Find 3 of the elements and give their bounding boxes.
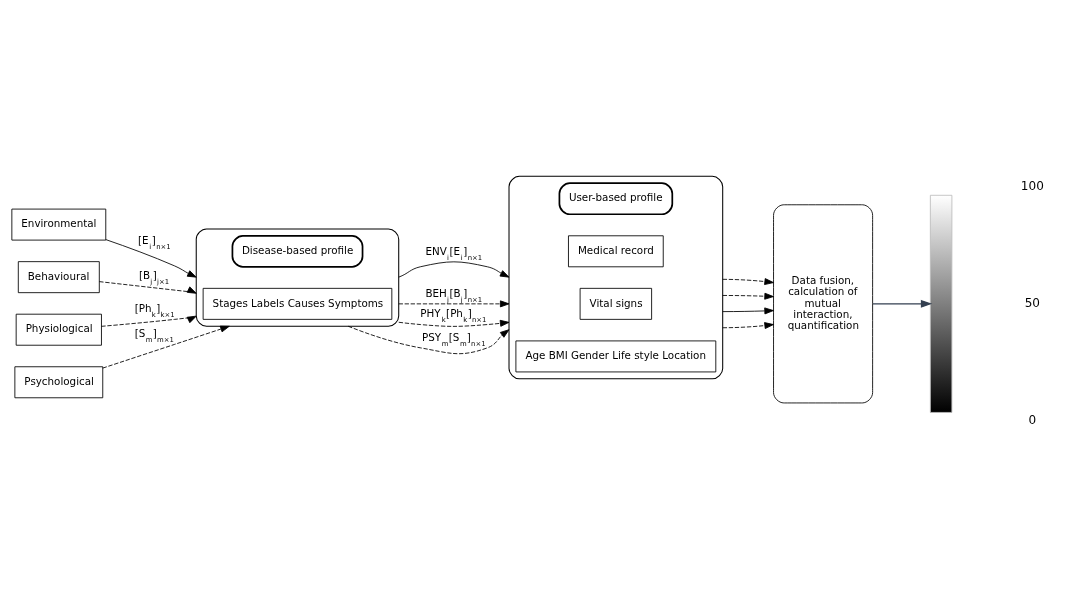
label: 0 (1028, 412, 1037, 427)
label: 50 (1024, 295, 1041, 310)
label: 100 (1020, 178, 1044, 193)
